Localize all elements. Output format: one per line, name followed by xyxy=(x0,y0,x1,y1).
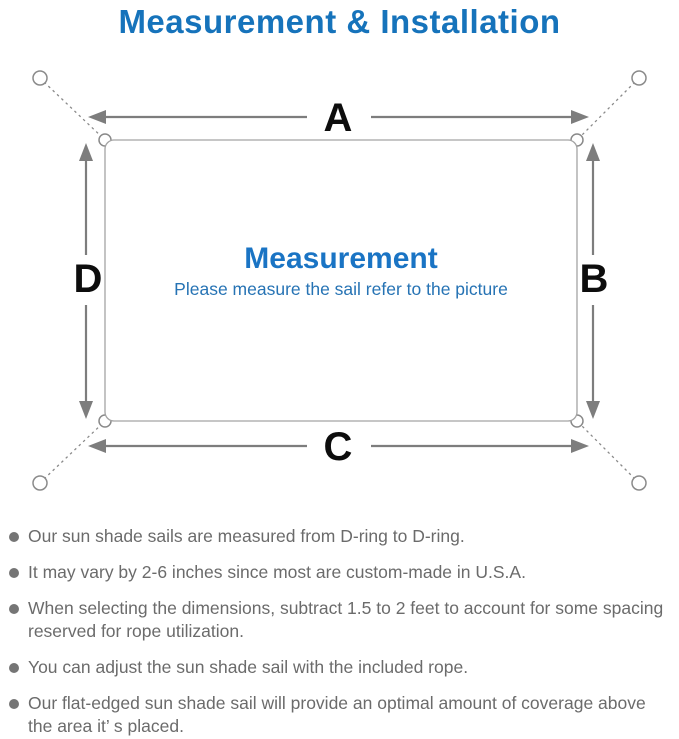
anchor-ring-top-right-icon xyxy=(631,70,647,86)
bullet-dot-icon xyxy=(9,568,19,578)
dimension-arrow-b xyxy=(586,143,600,419)
sail-measurement-diagram: A C D B xyxy=(0,55,679,515)
tie-line-top-right xyxy=(577,81,636,140)
note-text: Our sun shade sails are measured from D-… xyxy=(28,526,465,546)
list-item: It may vary by 2-6 inches since most are… xyxy=(9,561,673,584)
anchor-ring-bottom-right-icon xyxy=(631,475,647,491)
list-item: You can adjust the sun shade sail with t… xyxy=(9,656,673,679)
list-item: Our flat-edged sun shade sail will provi… xyxy=(9,692,673,738)
list-item: When selecting the dimensions, subtract … xyxy=(9,597,673,643)
tie-line-bottom-left xyxy=(43,421,105,480)
dimension-label-b: B xyxy=(580,257,609,301)
tie-line-bottom-right xyxy=(577,421,636,480)
diagram-center-title: Measurement xyxy=(244,242,437,275)
tie-line-top-left xyxy=(43,81,105,140)
dimension-label-a: A xyxy=(324,96,353,140)
dimension-arrow-a xyxy=(88,110,589,124)
note-text: You can adjust the sun shade sail with t… xyxy=(28,657,469,677)
bullet-dot-icon xyxy=(9,663,19,673)
arrow-b-head-top-icon xyxy=(586,143,600,161)
arrow-c-head-right-icon xyxy=(571,439,589,453)
bullet-dot-icon xyxy=(9,532,19,542)
dimension-arrow-c xyxy=(88,439,589,453)
bullet-dot-icon xyxy=(9,604,19,614)
sail-rectangle xyxy=(104,139,578,422)
dimension-label-c: C xyxy=(324,425,353,469)
arrow-a-head-right-icon xyxy=(571,110,589,124)
anchor-ring-top-left-icon xyxy=(32,70,48,86)
page-title: Measurement & Installation xyxy=(118,3,561,40)
anchor-rings xyxy=(32,70,647,491)
arrow-c-head-left-icon xyxy=(88,439,106,453)
note-text: Our flat-edged sun shade sail will provi… xyxy=(28,693,646,736)
arrow-d-head-top-icon xyxy=(79,143,93,161)
list-item: Our sun shade sails are measured from D-… xyxy=(9,525,673,548)
dimension-label-d: D xyxy=(74,257,103,301)
note-text: When selecting the dimensions, subtract … xyxy=(28,598,664,641)
arrow-d-head-bottom-icon xyxy=(79,401,93,419)
diagram-center-subtitle: Please measure the sail refer to the pic… xyxy=(174,279,508,299)
bullet-dot-icon xyxy=(9,699,19,709)
note-text: It may vary by 2-6 inches since most are… xyxy=(28,562,526,582)
corner-tie-lines xyxy=(43,81,636,480)
notes-list: Our sun shade sails are measured from D-… xyxy=(0,525,679,739)
dimension-arrow-d xyxy=(79,143,93,419)
anchor-ring-bottom-left-icon xyxy=(32,475,48,491)
sail-diagram-svg: A C D B xyxy=(32,70,647,491)
arrow-b-head-bottom-icon xyxy=(586,401,600,419)
arrow-a-head-left-icon xyxy=(88,110,106,124)
